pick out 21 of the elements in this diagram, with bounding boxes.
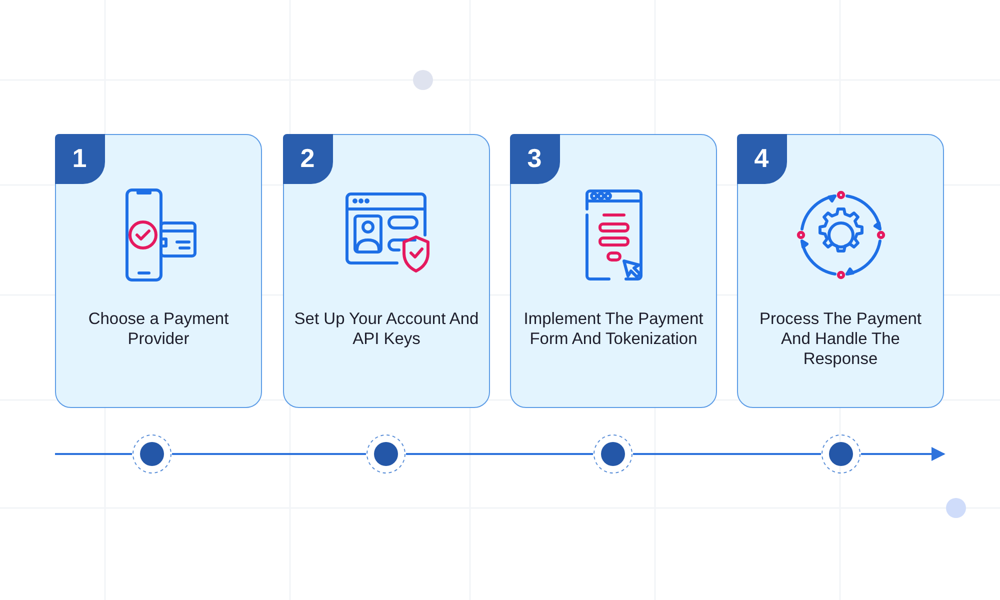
timeline-dot <box>593 434 633 474</box>
step-title: Process The Payment And Handle The Response <box>758 309 923 369</box>
step-card <box>737 134 944 408</box>
step-card <box>55 134 262 408</box>
step-card <box>510 134 717 408</box>
step-number-badge: 4 <box>736 134 786 184</box>
timeline-line <box>55 453 132 455</box>
timeline-dot <box>132 434 172 474</box>
step-title: Set Up Your Account And API Keys <box>293 309 480 349</box>
timeline-line <box>861 447 946 461</box>
step-title: Implement The Payment Form And Tokenization <box>522 309 704 349</box>
timeline-dot <box>366 434 406 474</box>
timeline-line <box>406 453 593 455</box>
step-title: Choose a Payment Provider <box>87 309 230 349</box>
timeline-line <box>633 453 821 455</box>
step-number-badge: 2 <box>282 134 332 184</box>
step-card <box>283 134 490 408</box>
step-number-badge: 1 <box>54 134 104 184</box>
timeline-line <box>172 453 366 455</box>
step-number-badge: 3 <box>510 134 560 184</box>
timeline-dot <box>821 434 861 474</box>
